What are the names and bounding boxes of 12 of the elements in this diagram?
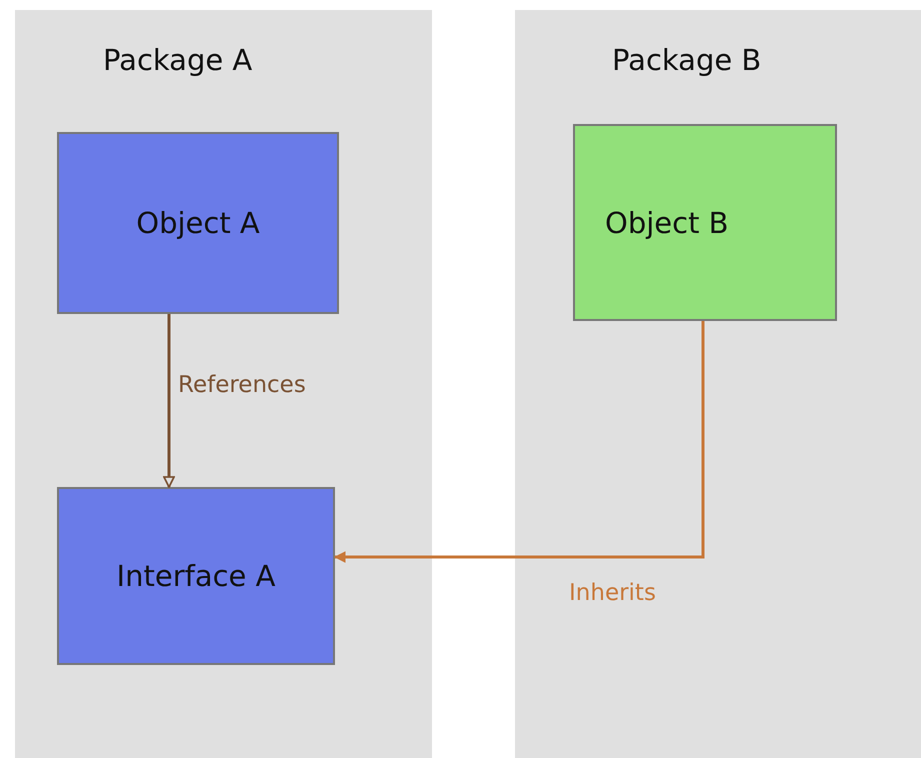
class-box [573, 124, 837, 321]
package-title: Package A [103, 43, 252, 77]
class-name: Object A [136, 206, 260, 240]
package-title: Package B [612, 43, 762, 77]
class-name: Object B [605, 206, 729, 240]
arrow [163, 314, 175, 488]
arrow [334, 321, 704, 562]
class-name: Interface A [116, 559, 276, 593]
package-panel [15, 10, 432, 758]
package-panel [515, 10, 921, 758]
class-box [57, 487, 335, 665]
class-box [57, 132, 339, 314]
